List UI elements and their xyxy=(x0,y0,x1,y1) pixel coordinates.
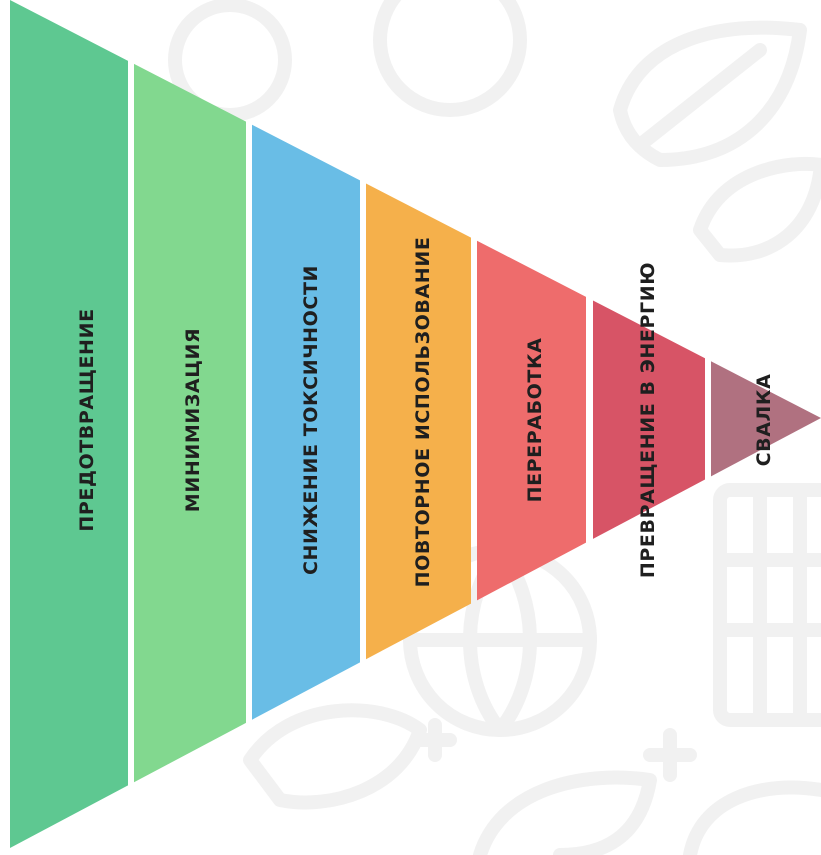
tier-band-2 xyxy=(134,63,246,783)
tier-band-1 xyxy=(10,0,128,848)
tier-band-7 xyxy=(711,361,821,477)
leaf-doodle-icon xyxy=(613,20,807,167)
leaf-doodle-icon xyxy=(473,770,657,855)
leaf-doodle-icon xyxy=(243,703,427,810)
tier-band-5 xyxy=(477,240,586,601)
tier-label-6: ПРЕВРАЩЕНИЕ В ЭНЕРГИЮ xyxy=(637,262,659,578)
tier-label-2: МИНИМИЗАЦИЯ xyxy=(182,328,204,512)
tier-label-7: СВАЛКА xyxy=(753,374,775,467)
tier-band-3 xyxy=(252,124,360,720)
lightbulb-doodle-icon xyxy=(373,0,527,117)
recycle-bin-doodle-icon xyxy=(713,483,821,727)
leaf-doodle-icon xyxy=(683,780,821,855)
sparkle-doodle-icon xyxy=(413,718,697,782)
tier-band-6 xyxy=(593,300,705,539)
tier-label-3: СНИЖЕНИЕ ТОКСИЧНОСТИ xyxy=(300,265,322,575)
tier-label-4: ПОВТОРНОЕ ИСПОЛЬЗОВАНИЕ xyxy=(412,237,434,588)
tier-label-1: ПРЕДОТВРАЩЕНИЕ xyxy=(76,308,98,531)
tier-label-5: ПЕРЕРАБОТКА xyxy=(524,338,546,503)
tier-band-4 xyxy=(366,183,471,660)
